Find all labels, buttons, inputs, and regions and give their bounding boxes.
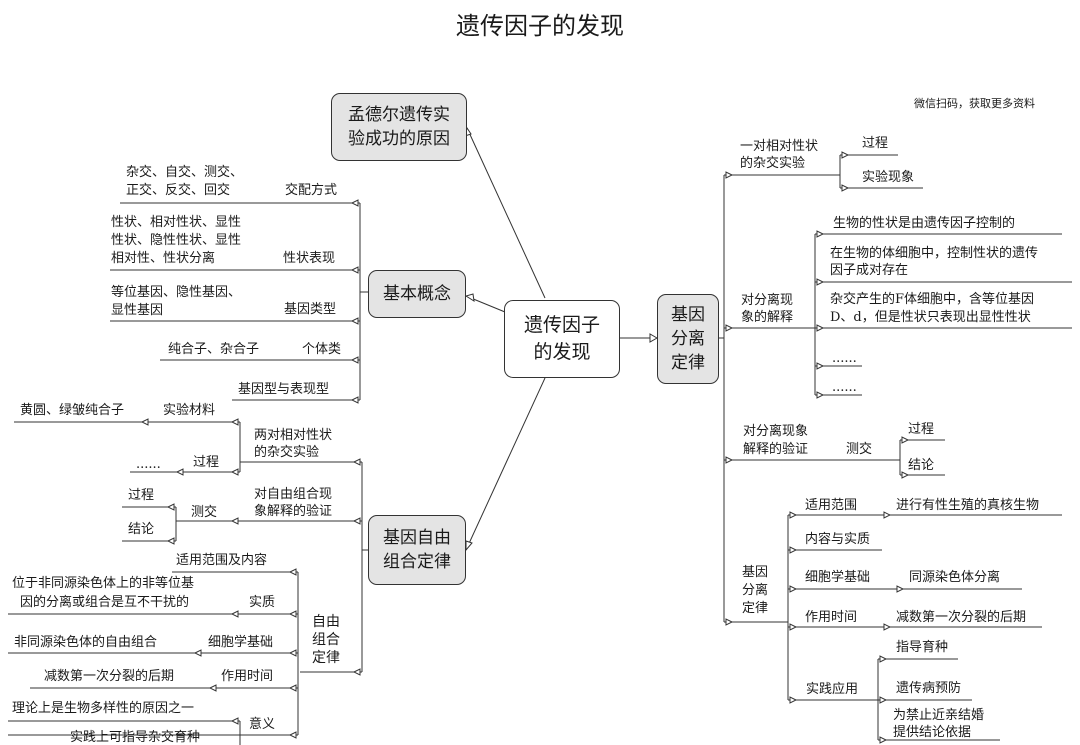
- trait-detail-1: 性状、相对性状、显性: [111, 215, 242, 230]
- free-verify-process: 过程: [128, 488, 155, 503]
- right-timing-label: 作用时间: [805, 610, 858, 625]
- right-law-label-3: 定律: [742, 601, 769, 616]
- practice-item-3-line-1: 为禁止近亲结婚: [893, 708, 985, 723]
- page-title: 遗传因子的发现: [456, 12, 624, 40]
- free-law-label-1: 自由: [312, 614, 340, 630]
- experiment-label-2: 的杂交实验: [740, 156, 806, 171]
- practice-item-1: 指导育种: [896, 640, 949, 655]
- free-cell-basis-detail: 非同源染色体的自由组合: [14, 635, 158, 650]
- right-content: 内容与实质: [805, 532, 871, 547]
- right-timing-detail: 减数第一次分裂的后期: [896, 610, 1027, 625]
- right-scope-label: 适用范围: [805, 498, 858, 513]
- free-timing-label: 作用时间: [221, 669, 274, 684]
- two-traits-ellipsis: ......: [136, 457, 161, 472]
- free-verify-label-2: 象解释的验证: [254, 504, 333, 519]
- experiment-label-1: 一对相对性状: [740, 139, 819, 154]
- two-traits-label-2: 的杂交实验: [254, 445, 320, 460]
- free-cell-basis-label: 细胞学基础: [208, 635, 274, 650]
- material-detail: 黄圆、绿皱纯合子: [20, 403, 125, 418]
- right-verify-conclusion: 结论: [908, 458, 935, 473]
- mating-label: 交配方式: [285, 183, 338, 198]
- right-verify-process: 过程: [908, 422, 935, 437]
- free-test-cross: 测交: [191, 505, 218, 520]
- right-cell-basis-label: 细胞学基础: [805, 570, 871, 585]
- right-test-cross: 测交: [846, 442, 873, 457]
- meaning-detail-1: 理论上是生物多样性的原因之一: [12, 701, 195, 716]
- explain-item-2-line-2: 因子成对存在: [830, 263, 909, 278]
- gene-type-label: 基因类型: [284, 302, 337, 317]
- center-node[interactable]: 遗传因子 的发现: [504, 300, 620, 378]
- right-scope-detail: 进行有性生殖的真核生物: [896, 498, 1040, 513]
- explain-item-2-line-1: 在生物的体细胞中，控制性状的遗传: [830, 246, 1039, 261]
- mating-detail-1: 杂交、自交、测交、: [126, 165, 244, 180]
- right-law-label-1: 基因: [742, 565, 769, 580]
- explain-item-5: ......: [832, 380, 857, 395]
- segregation-law-node[interactable]: 基因 分离 定律: [657, 294, 719, 384]
- practice-item-3-line-2: 提供结论依据: [893, 725, 972, 740]
- basic-concept-node[interactable]: 基本概念: [368, 270, 466, 318]
- trait-detail-2: 性状、隐性性状、显性: [111, 233, 242, 248]
- experiment-phenomenon: 实验现象: [862, 170, 915, 185]
- essence-detail-1: 位于非同源染色体上的非等位基: [12, 576, 195, 591]
- meaning-label: 意义: [249, 717, 276, 732]
- practice-item-2: 遗传病预防: [896, 681, 962, 696]
- explain-item-3-line-2: D、d，但是性状只表现出显性性状: [830, 310, 1031, 325]
- relation-label: 基因型与表现型: [238, 382, 330, 397]
- explain-label-2: 象的解释: [741, 310, 794, 325]
- gene-type-detail-1: 等位基因、隐性基因、: [111, 285, 242, 300]
- essence-detail-2: 因的分离或组合是互不干扰的: [20, 595, 190, 610]
- free-combination-node[interactable]: 基因自由 组合定律: [368, 515, 466, 585]
- right-cell-basis-detail: 同源染色体分离: [909, 570, 1001, 585]
- two-traits-process: 过程: [193, 455, 220, 470]
- individual-label: 个体类: [302, 342, 342, 357]
- free-verify-label-1: 对自由组合现: [254, 487, 333, 502]
- gene-type-detail-2: 显性基因: [111, 303, 164, 318]
- meaning-detail-2: 实践上可指导杂交育种: [70, 730, 201, 745]
- explain-item-1: 生物的性状是由遗传因子控制的: [833, 216, 1016, 231]
- right-verify-label-1: 对分离现象: [743, 424, 809, 439]
- right-verify-label-2: 解释的验证: [743, 442, 809, 457]
- mating-detail-2: 正交、反交、回交: [126, 183, 231, 198]
- free-scope: 适用范围及内容: [176, 553, 268, 568]
- free-verify-conclusion: 结论: [128, 522, 155, 537]
- free-law-label-3: 定律: [312, 650, 340, 666]
- trait-detail-3: 相对性、性状分离: [111, 251, 216, 266]
- two-traits-label-1: 两对相对性状: [254, 428, 333, 443]
- essence-label: 实质: [249, 595, 276, 610]
- explain-item-4: ......: [832, 351, 857, 366]
- reason-node[interactable]: 孟德尔遗传实 验成功的原因: [331, 93, 467, 161]
- material-label: 实验材料: [163, 403, 216, 418]
- individual-detail: 纯合子、杂合子: [168, 342, 260, 357]
- right-law-label-2: 分离: [742, 583, 769, 598]
- practice-label: 实践应用: [806, 682, 859, 697]
- free-law-label-2: 组合: [312, 632, 340, 648]
- explain-item-3-line-1: 杂交产生的F体细胞中，含等位基因: [830, 292, 1035, 307]
- explain-label-1: 对分离现: [741, 293, 794, 308]
- trait-label: 性状表现: [283, 251, 336, 266]
- experiment-process: 过程: [862, 136, 889, 151]
- watermark-text: 微信扫码，获取更多资料: [914, 97, 1035, 110]
- free-timing-detail: 减数第一次分裂的后期: [44, 669, 175, 684]
